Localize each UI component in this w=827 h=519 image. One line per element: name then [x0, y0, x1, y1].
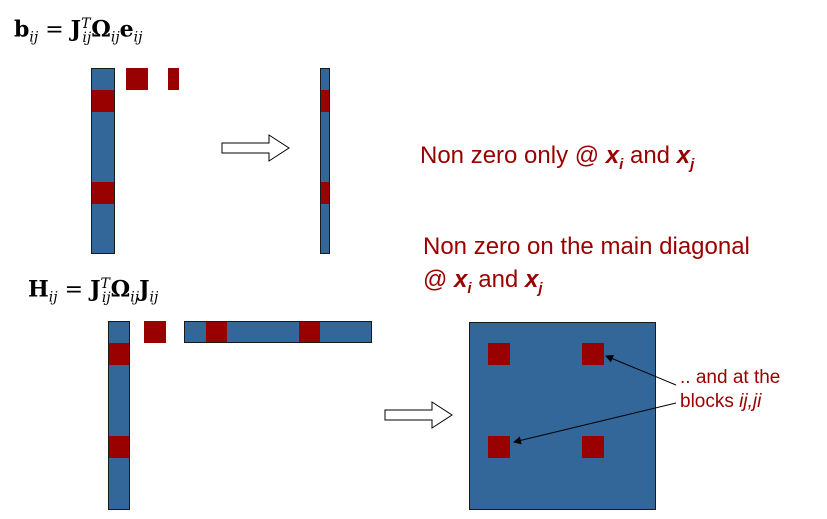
- hessian-block-ii: [488, 343, 510, 365]
- eq-b-lhs: b: [14, 16, 30, 43]
- H-row-block-xi: [206, 322, 227, 342]
- var-xj-2-x: x: [524, 266, 539, 293]
- main-diagonal-label-line2: @ xi and xj: [423, 266, 542, 297]
- H-col-block-xj: [109, 436, 129, 458]
- arrow-right-icon: [384, 401, 453, 429]
- arrow-right-icon: [221, 134, 290, 162]
- H-jacobian-row: [184, 321, 372, 343]
- eq-b-omega: Ω: [91, 16, 111, 43]
- eq-b-lhs-sub: ij: [29, 29, 39, 46]
- eq-b-J-sub: ij: [82, 29, 92, 46]
- hessian-block-ji: [488, 436, 510, 458]
- main-diag-prefix: @: [423, 266, 455, 293]
- eq-H-J-sup: T: [100, 276, 110, 292]
- H-col-block-xi: [109, 343, 129, 365]
- pointer-to-block-ji: [513, 402, 677, 445]
- var-xi-2: xi: [454, 266, 472, 297]
- hessian-block-ij: [582, 343, 604, 365]
- blocks-label-line2: blocks ij,ji: [680, 390, 780, 414]
- block-xi: [92, 90, 114, 112]
- var-xj-x: x: [676, 142, 691, 169]
- var-xi-x: x: [605, 142, 620, 169]
- hessian-block-jj: [582, 436, 604, 458]
- eq-H-J-sub: ij: [101, 289, 111, 306]
- nonzero-only-label: Non zero only @ xi and xj: [420, 142, 694, 173]
- eq-b-omega-sub: ij: [110, 29, 120, 46]
- eq-H-omega-sub: ij: [130, 289, 140, 306]
- eq-H-omega: Ω: [110, 276, 131, 303]
- H-omega-block: [144, 321, 166, 343]
- var-xi-2-sub: i: [467, 279, 472, 297]
- var-xi-2-x: x: [454, 266, 468, 293]
- H-jacobian-transpose-column: [108, 321, 130, 510]
- eq-b-equals: =: [45, 17, 64, 43]
- var-xj-2: xj: [524, 266, 543, 297]
- gradient-column: [320, 68, 330, 254]
- eq-H-lhs: H: [28, 276, 49, 303]
- eq-H-J: J: [90, 276, 101, 303]
- blocks-label-ijji: ij,ji: [739, 391, 762, 412]
- equation-b: bij = JTijΩijeij: [14, 16, 143, 46]
- var-xi: xi: [605, 142, 624, 173]
- nonzero-only-prefix: Non zero only @: [420, 142, 606, 169]
- pointer-to-block-ij: [605, 354, 677, 386]
- nonzero-only-and: and: [623, 142, 677, 169]
- equation-H: Hij = JTijΩijJij: [28, 276, 158, 306]
- blocks-label-prefix: blocks: [680, 391, 740, 412]
- eq-H-J2-sub: ij: [149, 289, 159, 306]
- omega-block: [126, 68, 148, 90]
- eq-H-lhs-sub: ij: [48, 289, 58, 306]
- H-row-block-xj: [299, 322, 320, 342]
- eq-b-J: J: [70, 16, 82, 43]
- main-diagonal-label-line1: Non zero on the main diagonal: [423, 233, 750, 260]
- var-xj-2-sub: j: [538, 279, 543, 297]
- error-block: [168, 68, 179, 90]
- var-xi-sub: i: [619, 155, 624, 173]
- eq-H-J2: J: [139, 276, 150, 303]
- eq-H-equals: =: [64, 277, 84, 303]
- eq-b-e: e: [119, 16, 134, 43]
- block-xj: [92, 182, 114, 204]
- var-xj: xj: [676, 142, 695, 173]
- eq-b-J-sup: T: [81, 16, 91, 32]
- gradient-block-xj: [321, 182, 329, 204]
- gradient-block-xi: [321, 90, 329, 112]
- blocks-label-line1: .. and at the: [680, 367, 781, 388]
- blocks-label: .. and at the blocks ij,ji: [680, 366, 780, 414]
- main-diag-and: and: [471, 266, 525, 293]
- eq-b-e-sub: ij: [133, 29, 143, 46]
- var-xj-sub: j: [690, 155, 695, 173]
